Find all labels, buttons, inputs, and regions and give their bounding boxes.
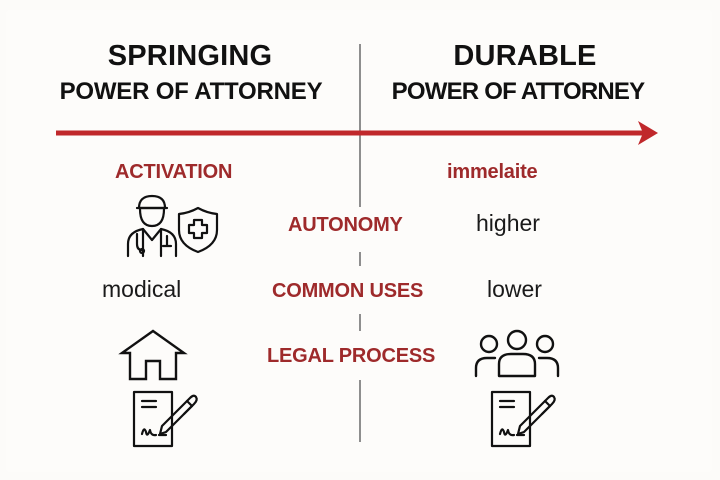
criterion-common-uses: COMMON USES <box>272 280 424 302</box>
criterion-activation: ACTIVATION <box>115 161 233 183</box>
activation-value: immelaite <box>447 161 538 183</box>
signed-document-icon <box>132 390 198 448</box>
left-header-title: SPRINGING <box>107 40 273 72</box>
signed-document-icon <box>490 390 556 448</box>
left-uses-value: modical <box>102 276 182 302</box>
medical-shield-icon <box>177 206 219 254</box>
group-people-icon <box>474 329 560 378</box>
doctor-icon <box>126 194 178 258</box>
left-header-subtitle: POWER OF ATTORNEY <box>59 78 323 105</box>
criterion-legal-process: LEGAL PROCESS <box>267 345 436 367</box>
common-uses-value: lower <box>487 276 542 302</box>
criterion-autonomy: AUTONOMY <box>288 214 403 236</box>
right-header-title: DURABLE <box>453 40 597 72</box>
right-header-subtitle: POWER OF ATTORNEY <box>391 78 645 105</box>
center-divider-bottom <box>359 380 361 442</box>
center-divider-seg3 <box>359 314 361 331</box>
autonomy-value: higher <box>476 210 540 236</box>
center-divider-top <box>359 44 361 207</box>
house-icon <box>118 329 188 381</box>
center-divider-seg2 <box>359 252 361 266</box>
